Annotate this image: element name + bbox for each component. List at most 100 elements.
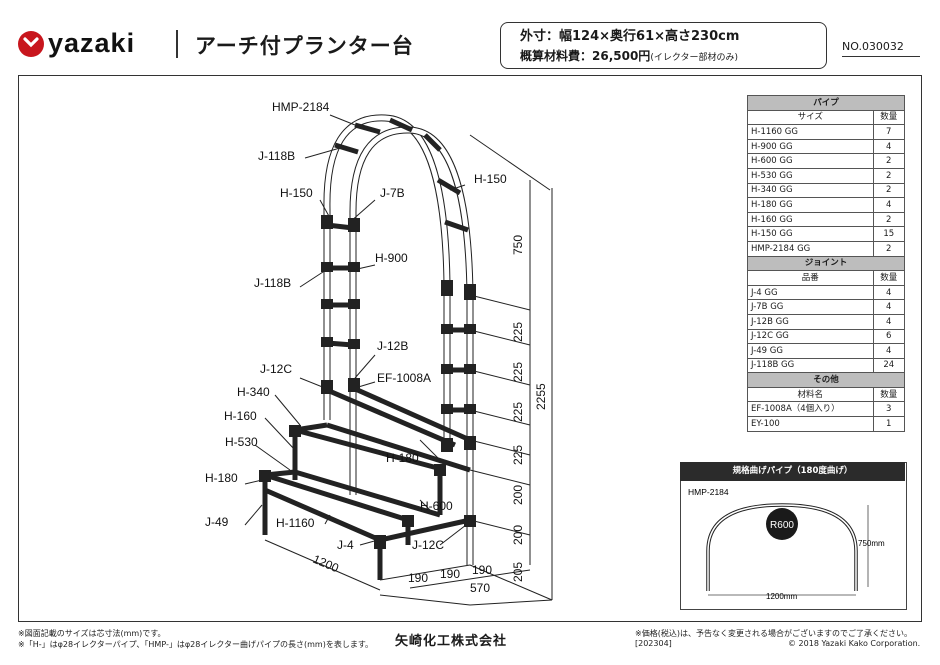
pipe-item-qty: 2 bbox=[872, 240, 905, 257]
other-item-name: EF-1008A（4個入り） bbox=[747, 401, 874, 418]
joint-item-qty: 4 bbox=[872, 313, 905, 330]
label-h1160: H-1160 bbox=[276, 516, 315, 530]
pipe-item-name: H-160 GG bbox=[747, 211, 874, 228]
product-number: NO.030032 bbox=[842, 40, 904, 53]
table-row: 品番数量 bbox=[747, 270, 905, 286]
column-header-qty: 数量 bbox=[872, 270, 905, 286]
dim-190-c: 190 bbox=[472, 563, 492, 577]
inset-heading: 規格曲げパイプ（180度曲げ） bbox=[680, 462, 905, 481]
dim-225-b: 225 bbox=[511, 362, 525, 382]
table-row: 材料名数量 bbox=[747, 386, 905, 403]
pipe-item-name: H-530 GG bbox=[747, 167, 874, 184]
table-row: パイプ bbox=[747, 95, 905, 111]
label-h530: H-530 bbox=[225, 435, 258, 449]
dim-750: 750 bbox=[511, 235, 525, 255]
product-number-underline bbox=[842, 56, 920, 57]
label-hmp-2184: HMP-2184 bbox=[272, 100, 330, 114]
footnote-2: ※「H-」はφ28イレクターパイプ、「HMP-」はφ28イレクター曲げパイプの長… bbox=[18, 640, 374, 649]
label-j7b: J-7B bbox=[380, 186, 405, 200]
pipe-item-name: H-150 GG bbox=[747, 226, 874, 242]
column-header-qty: 数量 bbox=[872, 386, 905, 403]
radius-badge bbox=[766, 508, 798, 540]
label-h340: H-340 bbox=[237, 385, 270, 399]
drawing-frame bbox=[18, 75, 922, 622]
spec-cost-main: 概算材料費：26,500円 bbox=[520, 49, 651, 63]
table-row: その他 bbox=[747, 372, 905, 388]
joint-item-qty: 4 bbox=[872, 343, 905, 359]
pipe-item-name: H-600 GG bbox=[747, 153, 874, 169]
page-title: アーチ付プランター台 bbox=[195, 34, 414, 58]
joint-item-name: J-4 GG bbox=[747, 284, 874, 301]
inset-radius: R600 bbox=[770, 520, 794, 531]
inset-part-label: HMP-2184 bbox=[688, 487, 729, 497]
footnote-3: ※価格(税込)は、予告なく変更される場合がございますのでご了承ください。[202… bbox=[635, 629, 912, 648]
pipe-item-name: HMP-2184 GG bbox=[747, 240, 874, 257]
other-item-qty: 1 bbox=[872, 416, 905, 432]
other-item-qty: 3 bbox=[872, 401, 905, 418]
dim-2255: 2255 bbox=[534, 383, 548, 410]
pipe-item-name: H-340 GG bbox=[747, 182, 874, 199]
dim-225-c: 225 bbox=[511, 402, 525, 422]
pipe-item-name: H-180 GG bbox=[747, 197, 874, 213]
label-j12b: J-12B bbox=[377, 339, 408, 353]
pipe-item-name: H-900 GG bbox=[747, 138, 874, 155]
dim-200-a: 200 bbox=[511, 485, 525, 505]
header-divider bbox=[176, 30, 178, 58]
pipe-item-qty: 2 bbox=[872, 182, 905, 199]
pipe-item-qty: 7 bbox=[872, 124, 905, 140]
joint-item-qty: 24 bbox=[872, 357, 905, 374]
bent-pipe-diagram: HMP-2184 R600 750mm 1200mm bbox=[688, 487, 885, 601]
brand-name: yazaki bbox=[48, 28, 136, 58]
dim-190-a: 190 bbox=[408, 571, 428, 585]
joint-item-name: J-12B GG bbox=[747, 313, 874, 330]
dim-205: 205 bbox=[511, 562, 525, 582]
label-h160: H-160 bbox=[224, 409, 257, 423]
label-ef1008a: EF-1008A bbox=[377, 371, 431, 385]
joint-item-qty: 4 bbox=[872, 299, 905, 315]
table-row: EF-1008A（4個入り）3 bbox=[747, 401, 905, 418]
inset-height: 750mm bbox=[858, 539, 885, 548]
label-h180-right: H-180 bbox=[386, 451, 419, 465]
joint-item-name: J-12C GG bbox=[747, 328, 874, 345]
label-j118b-top: J-118B bbox=[258, 149, 295, 163]
table-row: サイズ数量 bbox=[747, 109, 905, 126]
dim-570: 570 bbox=[470, 581, 490, 595]
brand-logo: yazaki bbox=[18, 28, 135, 59]
pipe-item-qty: 2 bbox=[872, 153, 905, 169]
label-h180-left: H-180 bbox=[205, 471, 238, 485]
spec-cost: 概算材料費：26,500円(イレクター部材のみ) bbox=[520, 47, 738, 64]
column-header-name: サイズ bbox=[747, 109, 874, 126]
label-j118b-mid: J-118B bbox=[254, 276, 291, 290]
section-title-joint: ジョイント bbox=[747, 255, 905, 272]
footnote-1: ※図面記載のサイズは芯寸法(mm)です。 bbox=[18, 629, 166, 638]
label-h150-right: H-150 bbox=[474, 172, 507, 186]
dim-225-d: 225 bbox=[511, 445, 525, 465]
pipe-item-qty: 4 bbox=[872, 197, 905, 213]
joint-item-qty: 6 bbox=[872, 328, 905, 345]
joint-item-qty: 4 bbox=[872, 284, 905, 301]
yazaki-logo-icon bbox=[18, 30, 44, 57]
label-j12c-lower: J-12C bbox=[412, 538, 444, 552]
spec-box bbox=[500, 22, 827, 69]
column-header-name: 品番 bbox=[747, 270, 874, 286]
joint-item-name: J-7B GG bbox=[747, 299, 874, 315]
table-row: ジョイント bbox=[747, 255, 905, 272]
dim-190-b: 190 bbox=[440, 567, 460, 581]
spec-size: 外寸：幅124×奥行61×高さ230cm bbox=[520, 29, 740, 44]
section-title-other: その他 bbox=[747, 372, 905, 388]
label-j49: J-49 bbox=[205, 515, 229, 529]
pipe-item-qty: 2 bbox=[872, 211, 905, 228]
pipe-item-name: H-1160 GG bbox=[747, 124, 874, 140]
